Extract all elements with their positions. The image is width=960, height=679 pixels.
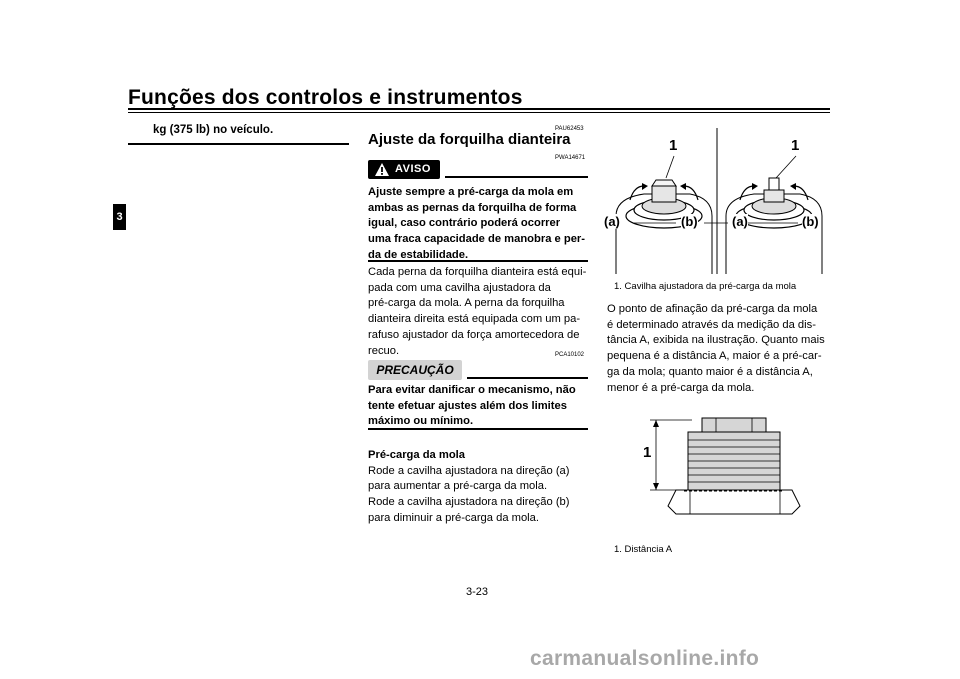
caution-line: tente efetuar ajustes além dos limites: [368, 399, 567, 412]
warning-line: ambas as pernas da forquilha de forma: [368, 201, 577, 214]
figure1-dir-b-right: (b): [802, 214, 819, 229]
col1-rule: [128, 143, 349, 145]
warning-line: igual, caso contrário poderá ocorrer: [368, 217, 561, 230]
fork-adjusters-illustration: [615, 128, 823, 274]
caution-top-rule: [467, 377, 588, 379]
chapter-tab: 3: [113, 204, 126, 230]
intro-line: rafuso ajustador da força amortecedora d…: [368, 328, 580, 341]
header-rule: [128, 108, 830, 110]
warning-bottom-rule: [368, 260, 588, 262]
figure-distance-a: 1: [640, 414, 810, 520]
section-code: PAU62453: [555, 126, 584, 132]
col1-continuation-text: kg (375 lb) no veículo.: [153, 124, 274, 136]
caution-line: máximo ou mínimo.: [368, 415, 474, 428]
caution-badge: PRECAUÇÃO: [368, 360, 462, 380]
preload-line: para aumentar a pré-carga da mola.: [368, 480, 548, 493]
figure2-label: 1: [643, 444, 652, 461]
caution-code: PCA10102: [555, 352, 585, 358]
chapter-title: Funções dos controlos e instrumentos: [128, 86, 523, 109]
warning-code: PWA14671: [555, 155, 586, 161]
figure1-dir-a-left: (a): [604, 214, 620, 229]
warning-badge: AVISO: [368, 160, 440, 179]
measure-line: pequena é a distância A, maior é a pré-c…: [607, 350, 822, 363]
page-number: 3-23: [466, 586, 489, 598]
preload-line: Rode a cavilha ajustadora na direção (a): [368, 464, 570, 477]
warning-line: da de estabilidade.: [368, 248, 469, 261]
figure1-dir-b-left: (b): [681, 214, 698, 229]
measure-line: tância A, exibida na ilustração. Quanto …: [607, 334, 825, 347]
warning-triangle-icon: [375, 163, 389, 176]
intro-line: Cada perna da forquilha dianteira está e…: [368, 266, 587, 278]
caution-text: Para evitar danificar o mecanismo, não t…: [368, 383, 588, 430]
preload-heading: Pré-carga da mola: [368, 449, 466, 461]
measure-line: O ponto de afinação da pré-carga da mola: [607, 303, 818, 315]
distance-a-illustration: [650, 417, 801, 515]
caution-line: Para evitar danificar o mecanismo, não: [368, 384, 576, 396]
figure1-dir-a-right: (a): [732, 214, 748, 229]
preload-line: Rode a cavilha ajustadora na direção (b): [368, 496, 570, 509]
warning-badge-label: AVISO: [395, 163, 431, 175]
watermark: carmanualsonline.info: [530, 647, 760, 670]
warning-top-rule: [445, 176, 588, 178]
section-title: Ajuste da forquilha dianteira: [368, 131, 571, 148]
warning-line: uma fraca capacidade de manobra e per-: [368, 233, 585, 246]
figure1-label-left: 1: [669, 137, 678, 154]
warning-line: Ajuste sempre a pré-carga da mola em: [368, 186, 574, 198]
measure-paragraph: O ponto de afinação da pré-carga da mola…: [607, 302, 828, 396]
intro-line: recuo.: [368, 344, 400, 357]
measure-line: é determinado através da medição da dis-: [607, 318, 816, 331]
measure-line: ga da mola; quanto maior é a distância A…: [607, 365, 813, 378]
measure-line: menor é a pré-carga da mola.: [607, 381, 755, 394]
header-rule-thin: [128, 112, 830, 113]
preload-line: para diminuir a pré-carga da mola.: [368, 511, 540, 524]
caution-bottom-rule: [368, 428, 588, 430]
intro-line: pada com uma cavilha ajustadora da: [368, 281, 551, 294]
preload-section: Pré-carga da mola Rode a cavilha ajustad…: [368, 448, 588, 527]
intro-paragraph: Cada perna da forquilha dianteira está e…: [368, 265, 588, 359]
warning-text: Ajuste sempre a pré-carga da mola em amb…: [368, 185, 588, 264]
figure2-caption: 1. Distância A: [614, 544, 673, 555]
intro-line: pré-carga da mola. A perna da forquilha: [368, 297, 565, 310]
figure1-caption: 1. Cavilha ajustadora da pré-carga da mo…: [614, 281, 797, 292]
intro-line: dianteira direita está equipada com um p…: [368, 313, 581, 326]
figure1-label-right: 1: [791, 137, 800, 154]
figure-fork-adjusters: 1 1 (a) (b) (a) (b): [604, 128, 830, 274]
